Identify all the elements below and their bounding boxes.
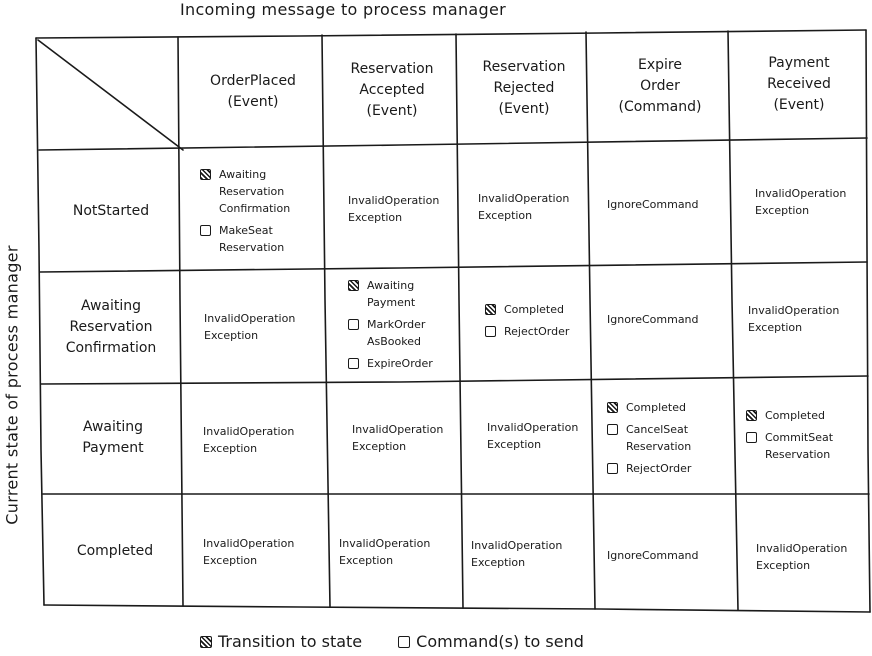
- cell-awaitingpayment-reservationrejected: InvalidOperation Exception: [487, 421, 579, 451]
- row-header-not-started: NotStarted: [72, 202, 150, 219]
- command-item: MakeSeat Reservation: [200, 222, 322, 256]
- grid-line-v3: [455, 33, 464, 609]
- grid-border-top: [35, 29, 867, 39]
- command-icon: [200, 224, 211, 236]
- legend-state-label: Transition to state: [218, 632, 363, 651]
- command-item: RejectOrder: [607, 460, 731, 477]
- transition-item: Completed: [485, 301, 589, 318]
- grid-line-v1: [177, 36, 184, 607]
- transition-item: Awaiting Payment: [348, 277, 458, 311]
- command-item: RejectOrder: [485, 323, 589, 340]
- command-icon: [607, 423, 618, 435]
- command-item: MarkOrder AsBooked: [348, 316, 458, 350]
- cell-awaitingreservation-paymentreceived: InvalidOperation Exception: [748, 304, 840, 334]
- grid-line-h3: [40, 375, 869, 385]
- column-axis-caption: Incoming message to process manager: [180, 0, 506, 19]
- state-transition-icon: [607, 401, 618, 413]
- command-item: CancelSeat Reservation: [607, 421, 731, 455]
- transition-item: Completed: [746, 407, 866, 424]
- state-transition-icon: [348, 280, 359, 291]
- column-header-payment-received: Payment Received (Event): [767, 54, 831, 113]
- grid-line-v5: [727, 30, 739, 611]
- command-item: ExpireOrder: [348, 355, 458, 372]
- grid-border-left: [35, 37, 45, 606]
- corner-diagonal: [37, 39, 184, 151]
- cell-awaitingpayment-orderplaced: InvalidOperation Exception: [203, 425, 295, 455]
- legend-command-label: Command(s) to send: [416, 632, 584, 651]
- command-icon: [746, 431, 757, 443]
- cell-awaitingreservation-orderplaced: InvalidOperation Exception: [204, 312, 296, 342]
- command-icon: [485, 326, 496, 337]
- state-transition-icon: [200, 168, 211, 180]
- grid-line-v4: [585, 31, 596, 610]
- cell-notstarted-paymentreceived: InvalidOperation Exception: [755, 187, 847, 217]
- row-header-completed: Completed: [76, 542, 154, 559]
- cell-completed-paymentreceived: InvalidOperation Exception: [756, 542, 848, 572]
- command-icon: [607, 462, 618, 474]
- grid-line-v2: [321, 34, 331, 608]
- grid-border-bottom: [43, 604, 871, 613]
- command-item: CommitSeat Reservation: [746, 429, 866, 463]
- cell-completed-orderplaced: InvalidOperation Exception: [203, 537, 295, 567]
- cell-notstarted-reservationrejected: InvalidOperation Exception: [478, 192, 570, 222]
- command-icon: [398, 635, 411, 648]
- cell-notstarted-reservationaccepted: InvalidOperation Exception: [348, 194, 440, 224]
- state-transition-icon: [200, 635, 212, 648]
- state-transition-icon: [746, 409, 757, 421]
- column-header-reservation-accepted: Reservation Accepted (Event): [350, 60, 434, 119]
- legend-entry-state: Transition to state: [200, 632, 362, 651]
- transition-item: Completed: [607, 399, 731, 416]
- cell-awaitingpayment-expireorder: Completed CancelSeat Reservation RejectO…: [607, 382, 731, 494]
- cell-awaitingreservation-reservationaccepted: Awaiting Payment MarkOrder AsBooked Expi…: [348, 270, 458, 380]
- command-icon: [348, 358, 359, 369]
- cell-awaitingreservation-reservationrejected: Completed RejectOrder: [485, 266, 589, 376]
- grid-line-h1: [38, 137, 868, 151]
- state-transition-icon: [485, 304, 496, 315]
- cell-completed-expireorder: IgnoreCommand: [607, 548, 699, 562]
- grid-line-h2: [39, 261, 868, 273]
- command-icon: [348, 319, 359, 330]
- legend-entry-command: Command(s) to send: [398, 632, 584, 651]
- cell-notstarted-orderplaced: Awaiting Reservation Confirmation MakeSe…: [200, 152, 322, 270]
- row-header-awaiting-reservation-confirmation: Awaiting Reservation Confirmation: [65, 297, 157, 356]
- grid-border-right: [865, 29, 871, 613]
- cell-notstarted-expireorder: IgnoreCommand: [607, 197, 699, 211]
- cell-awaitingpayment-paymentreceived: Completed CommitSeat Reservation: [746, 382, 866, 488]
- cell-awaitingpayment-reservationaccepted: InvalidOperation Exception: [352, 423, 444, 453]
- column-header-expire-order: Expire Order (Command): [618, 56, 702, 115]
- cell-completed-reservationrejected: InvalidOperation Exception: [471, 539, 563, 569]
- cell-awaitingreservation-expireorder: IgnoreCommand: [607, 312, 699, 326]
- legend: Transition to state Command(s) to send: [200, 632, 620, 651]
- column-header-order-placed: OrderPlaced (Event): [210, 73, 296, 110]
- row-header-awaiting-payment: Awaiting Payment: [82, 419, 144, 456]
- transition-item: Awaiting Reservation Confirmation: [200, 166, 322, 217]
- cell-completed-reservationaccepted: InvalidOperation Exception: [339, 537, 431, 567]
- column-header-reservation-rejected: Reservation Rejected (Event): [482, 58, 566, 117]
